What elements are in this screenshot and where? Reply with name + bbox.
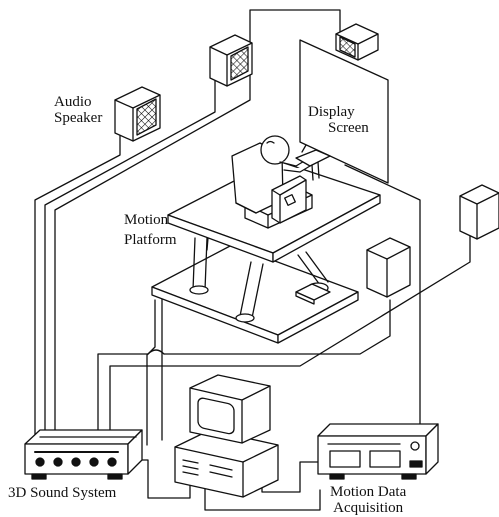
motion-data-acquisition-label: Motion Data Acquisition (330, 484, 406, 516)
display-screen-label-line-1: Display (308, 104, 355, 120)
sound-system (24, 429, 143, 480)
audio-speaker-label: Audio Speaker (54, 94, 102, 126)
audio-speaker-label-line-2: Speaker (54, 110, 103, 126)
computer (174, 374, 279, 498)
speaker-right-icon (459, 184, 499, 240)
audio-speaker-label-line-1: Audio (54, 94, 92, 110)
motion-platform-label-line-1: Motion (124, 212, 169, 228)
motion-data-acquisition-label-line-1: Motion Data (330, 484, 407, 500)
base-platform (151, 244, 359, 344)
display-screen-label: Display Screen (308, 104, 369, 136)
sound-system-knobs (35, 457, 117, 467)
display-screen-label-line-2: Screen (328, 120, 369, 136)
actuators (189, 237, 331, 323)
display-screen (299, 39, 389, 184)
speaker-rear-icon (366, 237, 411, 298)
seated-operator (231, 135, 331, 229)
motion-data-acquisition-unit (317, 423, 439, 480)
speaker-left-icon (114, 86, 161, 142)
sound-system-label: 3D Sound System (8, 485, 117, 501)
speaker-top-icon (209, 34, 253, 87)
motion-platform-label: Motion Platform (124, 210, 177, 250)
platform-cables (146, 164, 421, 446)
motion-data-acquisition-label-line-2: Acquisition (333, 500, 404, 516)
motion-platform-label-line-2: Platform (124, 232, 177, 248)
speaker-screen-icon (335, 23, 379, 61)
